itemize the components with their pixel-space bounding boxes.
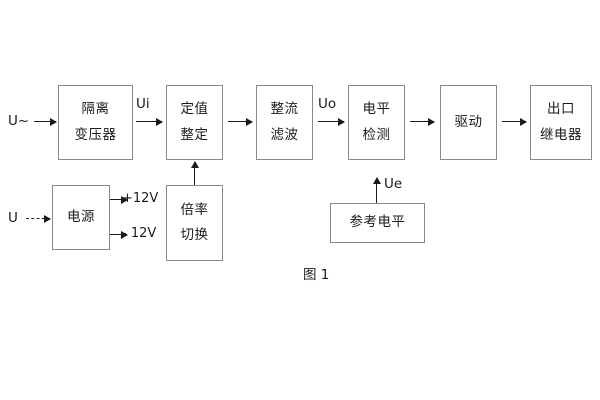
signal-label-ue: Ue	[384, 176, 403, 192]
block-level-detect-line2: 检测	[362, 126, 391, 143]
block-drive: 驱动	[440, 85, 497, 160]
block-output-relay-line1: 出口	[547, 101, 575, 117]
block-reference-level: 参考电平	[330, 203, 425, 243]
power-rail-label-negative: - 12V	[122, 226, 157, 241]
block-power-supply: 电源	[52, 185, 110, 250]
block-output-relay-line2: 继电器	[540, 126, 582, 143]
input-label-ac: U~	[8, 113, 30, 129]
input-label-dc: U	[8, 210, 18, 226]
arrow-power-rail-positive	[110, 199, 127, 201]
block-rectify-filter: 整流 滤波	[256, 85, 313, 160]
block-setting-value: 定值 整定	[166, 85, 223, 160]
arrow-level-detect-to-drive	[410, 121, 434, 123]
block-level-detect: 电平 检测	[348, 85, 405, 160]
arrow-rectify-filter-to-level-detect	[318, 121, 344, 123]
block-isolation-transformer-line1: 隔离	[81, 101, 110, 117]
figure-caption: 图 1	[303, 267, 330, 283]
arrow-drive-to-output-relay	[502, 121, 526, 123]
block-ratio-switch: 倍率 切换	[166, 185, 223, 261]
arrow-power-rail-negative	[110, 234, 127, 236]
block-isolation-transformer: 隔离 变压器	[58, 85, 133, 160]
block-power-supply-line1: 电源	[67, 208, 95, 225]
arrow-isolation-transformer-to-setting-value	[136, 121, 162, 123]
arrow-dc-to-power-supply	[26, 218, 50, 219]
block-setting-value-line2: 整定	[180, 126, 209, 143]
arrow-ac-to-isolation-transformer	[34, 121, 56, 123]
block-ratio-switch-line1: 倍率	[180, 201, 209, 218]
arrow-ratio-switch-to-setting-value	[194, 162, 196, 185]
block-ratio-switch-line2: 切换	[180, 227, 209, 243]
block-rectify-filter-line2: 滤波	[270, 126, 299, 143]
power-rail-label-positive: +12V	[122, 191, 159, 206]
block-output-relay: 出口 继电器	[530, 85, 592, 160]
block-reference-level-line1: 参考电平	[349, 214, 406, 231]
block-drive-line1: 驱动	[454, 113, 483, 130]
arrow-reference-level-to-level-detect	[376, 178, 378, 203]
block-rectify-filter-line1: 整流	[270, 101, 299, 117]
arrow-setting-value-to-rectify-filter	[228, 121, 252, 123]
block-isolation-transformer-line2: 变压器	[74, 126, 117, 143]
block-level-detect-line1: 电平	[362, 101, 391, 117]
block-setting-value-line1: 定值	[180, 101, 209, 117]
signal-label-uo: Uo	[318, 96, 337, 112]
signal-label-ui: Ui	[136, 96, 150, 112]
